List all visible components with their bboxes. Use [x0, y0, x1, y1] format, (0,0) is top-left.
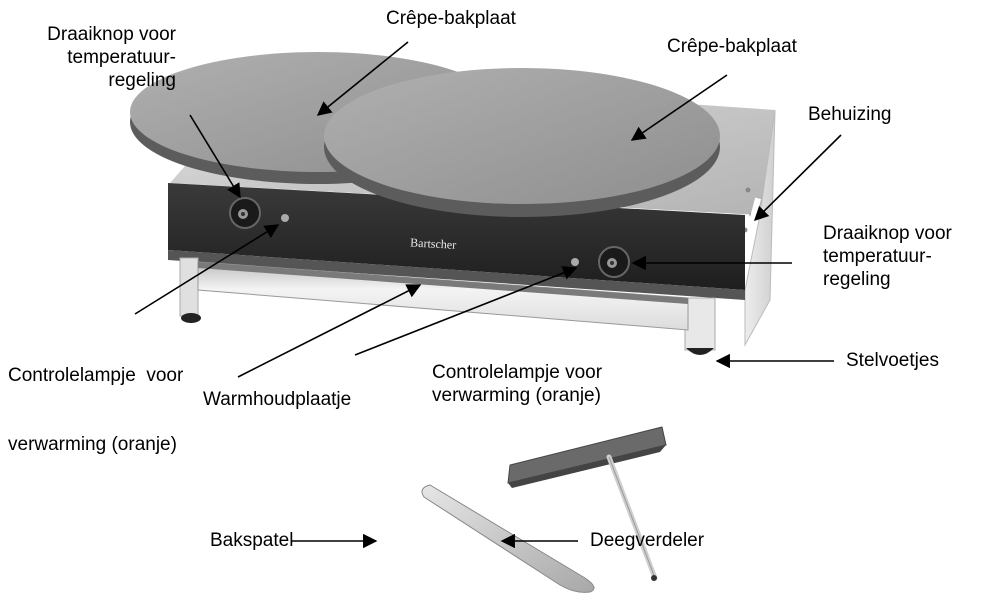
label-lamp-left: Controlelampje voor verwarming (oranje): [8, 318, 183, 502]
batter-spreader-illustration: [507, 426, 667, 581]
label-line: verwarming (oranje): [432, 385, 601, 406]
indicator-lamp-right: [571, 258, 579, 266]
brand-logo: Bartscher: [410, 235, 457, 251]
label-line: Controlelampje voor: [432, 362, 603, 383]
leader-plate-left: [316, 41, 409, 116]
housing-side: [739, 109, 776, 347]
label-knob-left: Draaiknop voor temperatuur- regeling: [4, 23, 176, 92]
label-feet: Stelvoetjes: [846, 350, 939, 371]
label-line: regeling: [823, 269, 891, 290]
leader-plate-right: [630, 74, 728, 141]
leader-lines: [134, 41, 842, 549]
crepe-plate-right: [324, 68, 720, 217]
label-lamp-right: Controlelampje voor verwarming (oranje): [432, 361, 602, 407]
label-spreader: Deegverdeler: [590, 530, 705, 551]
leader-lamp-left: [134, 224, 280, 315]
label-housing: Behuizing: [808, 104, 892, 125]
leader-knob-left: [189, 114, 241, 199]
leader-housing: [753, 134, 842, 222]
label-line: temperatuur-: [823, 246, 932, 267]
adjustable-foot: [686, 348, 714, 355]
warming-tray: [197, 261, 689, 331]
label-line: verwarming (oranje): [8, 434, 177, 455]
label-line: Controlelampje voor: [8, 365, 184, 386]
label-knob-right: Draaiknop voor temperatuur- regeling: [823, 222, 952, 291]
label-line: regeling: [108, 70, 176, 91]
leader-lamp-right: [354, 266, 578, 356]
label-spatula: Bakspatel: [210, 530, 294, 551]
spatula-illustration: [421, 484, 595, 593]
indicator-lamp-left: [281, 214, 289, 222]
label-plate-left: Crêpe-bakplaat: [386, 8, 516, 29]
label-line: Draaiknop voor: [47, 24, 176, 45]
label-line: Draaiknop voor: [823, 223, 952, 244]
label-warming-plate: Warmhoudplaatje: [203, 389, 352, 410]
label-plate-right: Crêpe-bakplaat: [667, 36, 797, 57]
knob-right: [598, 246, 630, 278]
label-line: temperatuur-: [67, 47, 176, 68]
knob-left: [229, 197, 261, 229]
leader-warming-plate: [237, 284, 422, 378]
